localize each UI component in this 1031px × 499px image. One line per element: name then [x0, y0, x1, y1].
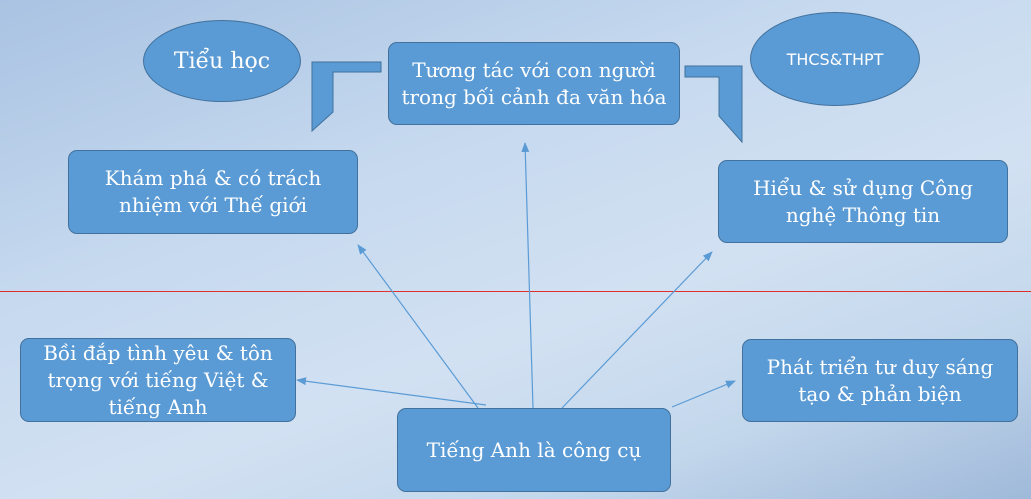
divider-line — [0, 291, 1031, 292]
arrow-to-upper-right — [561, 251, 713, 409]
goal-node-lower-right-text: Phát triển tư duy sáng tạo & phản biện — [766, 354, 994, 406]
goal-node-upper-right: Hiểu & sử dụng Công nghệ Thông tin — [718, 160, 1008, 243]
goal-node-upper-right-text: Hiểu & sử dụng Công nghệ Thông tin — [753, 175, 973, 227]
primary-level-oval: Tiểu học — [143, 20, 301, 102]
primary-level-label: Tiểu học — [173, 48, 271, 74]
arrow-to-upper-left — [357, 244, 479, 409]
goal-node-lower-left-text: Bồi đắp tình yêu & tôn trọng với tiếng V… — [43, 340, 273, 419]
goal-node-top-text: Tương tác với con người trong bối cảnh đ… — [401, 57, 667, 109]
center-node-text: Tiếng Anh là công cụ — [426, 437, 642, 462]
bent-arrow-left — [311, 61, 382, 133]
secondary-level-oval: THCS&THPT — [750, 12, 920, 106]
goal-node-top: Tương tác với con người trong bối cảnh đ… — [388, 42, 680, 125]
center-node: Tiếng Anh là công cụ — [397, 408, 671, 492]
goal-node-upper-left-text: Khám phá & có trách nhiệm với Thế giới — [104, 166, 322, 217]
goal-node-upper-left: Khám phá & có trách nhiệm với Thế giới — [68, 150, 358, 234]
goal-node-lower-left: Bồi đắp tình yêu & tôn trọng với tiếng V… — [20, 338, 296, 422]
bent-arrow-right — [684, 65, 743, 144]
goal-node-lower-right: Phát triển tư duy sáng tạo & phản biện — [742, 339, 1018, 422]
secondary-level-label: THCS&THPT — [786, 49, 884, 69]
arrow-to-lower-left — [296, 377, 487, 406]
arrow-to-lower-right — [671, 380, 736, 408]
arrow-to-top — [521, 142, 534, 409]
